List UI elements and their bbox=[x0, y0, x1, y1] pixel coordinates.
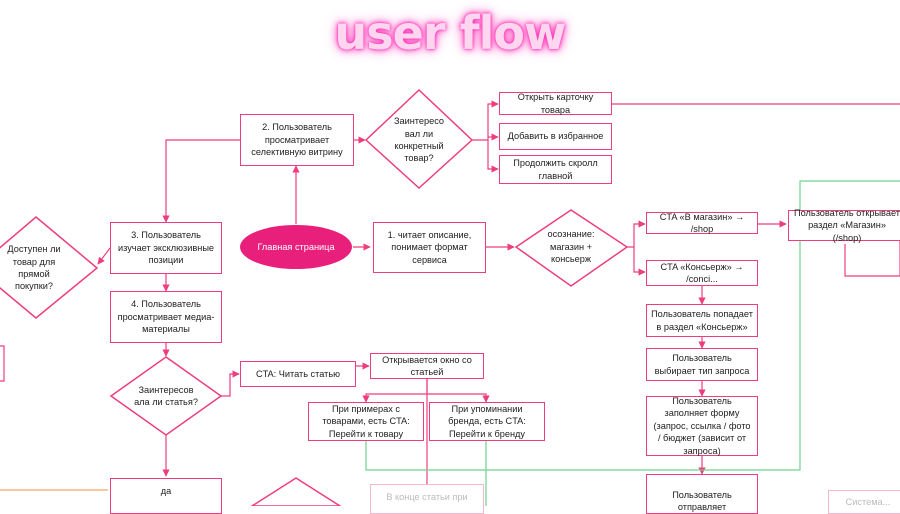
diamond-interested-product bbox=[364, 88, 474, 190]
concierge-enter-box[interactable]: Пользователь попадает в раздел «Консьерж… bbox=[646, 304, 758, 337]
page-title: user flow bbox=[334, 6, 567, 60]
brand-mention-box[interactable]: При упоминании бренда, есть CTA: Перейти… bbox=[429, 402, 545, 441]
diamond-available bbox=[0, 216, 99, 319]
cta-read-box[interactable]: CTA: Читать статью bbox=[240, 361, 356, 387]
available-text: Доступен ли товар для прямой покупки? bbox=[7, 244, 61, 292]
awareness-text: осознание: магазин + консьерж bbox=[547, 229, 595, 265]
send-box[interactable]: Пользователь отправляет bbox=[646, 474, 758, 514]
fill-form-box[interactable]: Пользователь заполняет форму (запрос, сс… bbox=[646, 396, 758, 456]
continue-scroll-box[interactable]: Продолжить скролл главной bbox=[499, 155, 612, 184]
start-ellipse bbox=[240, 225, 352, 269]
article-window-box[interactable]: Открывается окно со статьей bbox=[370, 353, 484, 379]
diamond-awareness bbox=[514, 209, 629, 287]
interested-article-text: Заинтересов ала ли статья? bbox=[134, 384, 198, 407]
diamond-bottom bbox=[250, 477, 342, 506]
main-page-label[interactable]: Главная страница bbox=[257, 242, 335, 252]
step4-box[interactable]: 4. Пользователь просматривает медиа-мате… bbox=[110, 291, 222, 343]
step2-box[interactable]: 2. Пользователь просматривает селективну… bbox=[240, 114, 354, 166]
interested-product-text: Заинтересо вал ли конкретный товар? bbox=[393, 116, 445, 164]
green-connector bbox=[365, 180, 900, 471]
examples-products-box[interactable]: При примерах с товарами, есть CTA: Перей… bbox=[308, 402, 424, 441]
open-card-box[interactable]: Открыть карточку товара bbox=[499, 92, 612, 115]
cta-concierge-box[interactable]: CTA «Консьерж» → /conci... bbox=[646, 260, 758, 286]
step1-box[interactable]: 1. читает описание, понимает формат серв… bbox=[373, 222, 486, 273]
cta-shop-box[interactable]: CTA «В магазин» → /shop bbox=[646, 212, 758, 234]
yes-box[interactable]: да bbox=[110, 478, 222, 514]
request-type-box[interactable]: Пользователь выбирает тип запроса bbox=[646, 348, 758, 381]
add-fav-box[interactable]: Добавить в избранное bbox=[499, 123, 612, 150]
step3-box[interactable]: 3. Пользователь изучает эксклюзивные поз… bbox=[110, 222, 222, 274]
right-faded-box[interactable]: Система... bbox=[828, 490, 900, 514]
shop-open-box[interactable]: Пользователь открывает раздел «Магазин» … bbox=[788, 208, 900, 243]
article-end-box[interactable]: В конце статьи при bbox=[370, 484, 484, 514]
